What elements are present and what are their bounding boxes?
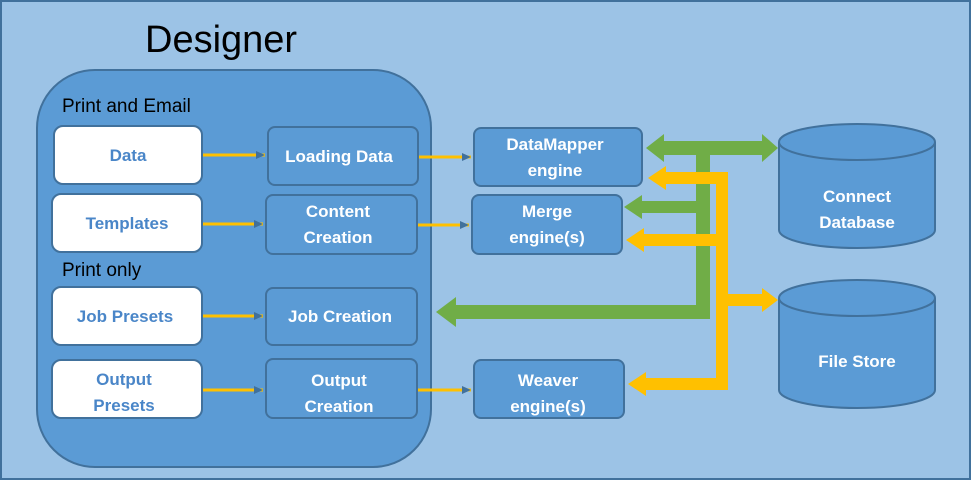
process-loading-data-label: Loading Data — [285, 147, 393, 166]
yellow-arrowhead-to-datamapper — [648, 166, 666, 190]
yellow-branch-weaver — [644, 378, 728, 390]
yellow-trunk — [716, 172, 728, 390]
process-job-creation: Job Creation — [265, 287, 418, 346]
input-job-presets: Job Presets — [51, 286, 203, 346]
engine-merge-label-line1: Merge — [522, 202, 572, 221]
yellow-arrowhead-to-filestore — [762, 288, 778, 312]
engine-datamapper-label-line1: DataMapper — [506, 135, 604, 154]
yellow-branch-merge — [642, 234, 728, 246]
yellow-arrowhead-to-merge — [626, 228, 644, 252]
file-store-cylinder: File Store — [778, 279, 936, 409]
input-data: Data — [53, 125, 203, 185]
input-job-presets-label: Job Presets — [77, 307, 173, 326]
input-data-label: Data — [110, 146, 147, 165]
green-top-bar — [662, 141, 764, 155]
engine-weaver-label-line1: Weaver — [518, 371, 579, 390]
green-branch-merge — [640, 201, 700, 213]
process-loading-data: Loading Data — [267, 126, 419, 186]
process-content-creation-label-line2: Creation — [304, 228, 373, 247]
engine-weaver-label-line2: engine(s) — [510, 397, 586, 416]
input-templates-label: Templates — [86, 214, 169, 233]
yellow-arrows — [626, 166, 778, 396]
process-output-creation: Output Creation — [265, 358, 418, 419]
connect-database-label-line2: Database — [819, 213, 895, 232]
green-arrowhead-to-datamapper — [646, 134, 664, 162]
input-output-presets-label-line2: Presets — [93, 396, 154, 415]
green-arrows — [436, 134, 778, 327]
input-templates: Templates — [51, 193, 203, 253]
process-content-creation: Content Creation — [265, 194, 418, 255]
thin-connectors — [203, 151, 471, 394]
green-arrowhead-to-merge — [624, 195, 642, 219]
section-label-print-only: Print only — [62, 260, 142, 281]
file-store-label: File Store — [818, 352, 895, 371]
diagram-title: Designer — [145, 19, 297, 61]
green-arrowhead-to-designer — [436, 297, 456, 327]
process-output-creation-label-line1: Output — [311, 371, 367, 390]
engine-datamapper-label-line2: engine — [528, 161, 583, 180]
input-output-presets: Output Presets — [51, 359, 203, 419]
yellow-arrowhead-to-weaver — [628, 372, 646, 396]
process-job-creation-label: Job Creation — [288, 307, 392, 326]
engine-merge: Merge engine(s) — [471, 194, 623, 255]
input-output-presets-label-line1: Output — [96, 370, 152, 389]
process-content-creation-label-line1: Content — [306, 202, 371, 221]
connect-database-label-line1: Connect — [823, 187, 891, 206]
section-label-print-and-email: Print and Email — [62, 96, 191, 117]
green-trunk — [696, 148, 710, 318]
engine-merge-label-line2: engine(s) — [509, 228, 585, 247]
yellow-top-bar — [664, 172, 728, 184]
connect-database-cylinder: Connect Database — [778, 123, 936, 249]
engine-weaver: Weaver engine(s) — [473, 359, 625, 419]
green-bottom-bar — [454, 305, 710, 319]
engine-datamapper: DataMapper engine — [473, 127, 643, 187]
yellow-branch-filestore — [716, 294, 764, 306]
green-arrowhead-to-database — [762, 134, 778, 162]
process-output-creation-label-line2: Creation — [305, 397, 374, 416]
